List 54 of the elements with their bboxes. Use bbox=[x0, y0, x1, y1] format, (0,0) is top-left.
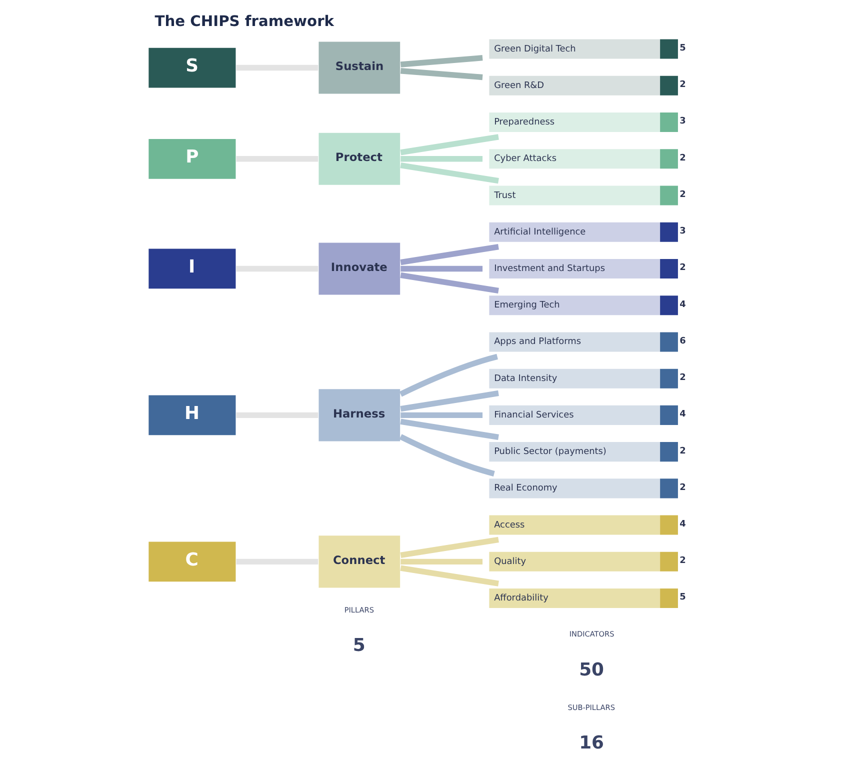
label: 50 bbox=[578, 659, 604, 680]
connector bbox=[400, 390, 498, 412]
connector bbox=[400, 162, 498, 184]
connector bbox=[400, 68, 482, 80]
node-box: I bbox=[147, 248, 236, 290]
node-label: 2 bbox=[679, 263, 686, 274]
node-box: H bbox=[147, 394, 236, 436]
node-box: Connect bbox=[317, 534, 400, 589]
connector bbox=[236, 156, 318, 162]
connector bbox=[400, 244, 498, 266]
label: 5 bbox=[352, 634, 365, 656]
label: SUB-PILLARS bbox=[567, 702, 614, 712]
connector bbox=[400, 418, 498, 440]
node-box: Protect bbox=[317, 132, 400, 186]
node-box: C bbox=[147, 540, 236, 582]
node-label: 6 bbox=[679, 336, 686, 346]
connector bbox=[400, 156, 482, 162]
node-label: 5 bbox=[679, 44, 686, 54]
label: PILLARS bbox=[344, 605, 374, 614]
node-label: 2 bbox=[679, 80, 686, 90]
connector bbox=[400, 412, 482, 418]
connector bbox=[398, 354, 498, 397]
node-label: 2 bbox=[679, 556, 686, 566]
node-box: S bbox=[147, 47, 236, 88]
node-box: P bbox=[147, 138, 236, 180]
connector bbox=[398, 434, 494, 476]
connector bbox=[400, 565, 498, 586]
connector bbox=[400, 272, 498, 294]
connector bbox=[400, 134, 498, 156]
node-label: 5 bbox=[679, 592, 686, 603]
label: 16 bbox=[578, 732, 604, 754]
node-box: Innovate bbox=[317, 242, 400, 296]
connector bbox=[236, 558, 318, 564]
node-label: 3 bbox=[679, 116, 686, 127]
node-label: 2 bbox=[679, 482, 686, 493]
node-box: Harness bbox=[317, 388, 400, 442]
connector bbox=[236, 412, 318, 418]
connector bbox=[400, 55, 482, 68]
node-label: 4 bbox=[679, 300, 686, 310]
connector bbox=[400, 536, 498, 558]
diagram-title: The CHIPS framework bbox=[154, 12, 334, 30]
connector bbox=[236, 64, 318, 71]
label: INDICATORS bbox=[568, 630, 614, 639]
node-label: 3 bbox=[679, 226, 686, 237]
node-label: 2 bbox=[679, 373, 686, 384]
node-label: 2 bbox=[679, 153, 686, 164]
node-label: 4 bbox=[679, 520, 686, 530]
node-box: Sustain bbox=[317, 40, 400, 95]
connector bbox=[400, 266, 482, 272]
node-label: 4 bbox=[679, 410, 686, 420]
connector bbox=[400, 558, 482, 564]
node-label: 2 bbox=[679, 446, 686, 456]
node-label: 2 bbox=[679, 190, 686, 200]
connector bbox=[236, 266, 318, 272]
